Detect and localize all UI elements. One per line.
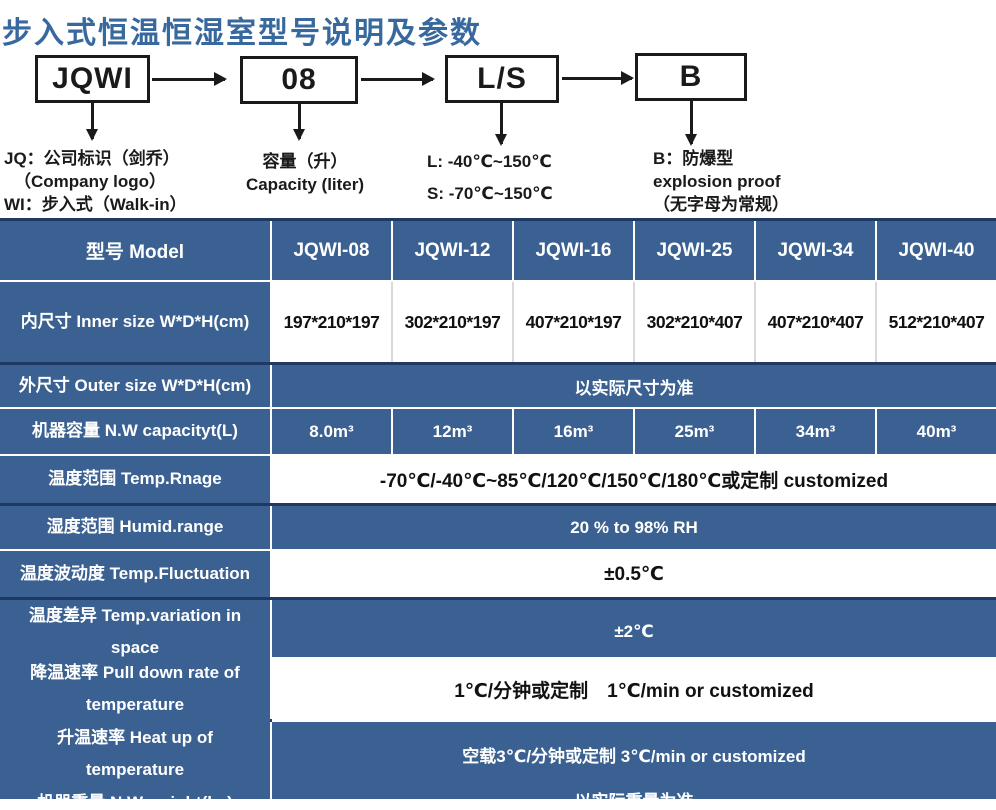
header-model: JQWI-08 bbox=[272, 221, 391, 280]
row-label: 温度范围 Temp.Rnage bbox=[0, 456, 270, 503]
note-capacity-code: 容量（升） Capacity (liter) bbox=[225, 151, 385, 197]
cell-value: 16m³ bbox=[514, 409, 633, 454]
cell-value: 40m³ bbox=[877, 409, 996, 454]
table-row-variation: 温度差异 Temp.variation in space ±2℃ bbox=[0, 597, 996, 665]
flow-box-explosion-code: B bbox=[635, 53, 747, 101]
cell-value: ±2℃ bbox=[272, 600, 996, 665]
cell-value: -70℃/-40℃~85℃/120℃/150℃/180℃或定制 customiz… bbox=[272, 456, 996, 503]
table-row-weight: 机器重量 N.W weight(kg) 以实际重量为准 bbox=[0, 781, 996, 799]
cell-value: 512*210*407 bbox=[875, 282, 996, 362]
row-label: 机器重量 N.W weight(kg) bbox=[0, 781, 270, 799]
note-line: B：防爆型 bbox=[653, 149, 734, 168]
table-row-temp-range: 温度范围 Temp.Rnage -70℃/-40℃~85℃/120℃/150℃/… bbox=[0, 456, 996, 503]
cell-value: 以实际重量为准 bbox=[272, 781, 996, 799]
cell-value: 以实际尺寸为准 bbox=[272, 365, 996, 407]
row-label: 内尺寸 Inner size W*D*H(cm) bbox=[0, 282, 270, 362]
cell-value: 302*210*197 bbox=[391, 282, 512, 362]
note-temp-code: L: -40℃~150℃ S: -70℃~150℃ bbox=[427, 151, 553, 215]
table-row-capacity: 机器容量 N.W capacityt(L) 8.0m³ 12m³ 16m³ 25… bbox=[0, 409, 996, 454]
cell-value: 25m³ bbox=[635, 409, 754, 454]
header-model: JQWI-25 bbox=[635, 221, 754, 280]
cell-value: ±0.5℃ bbox=[272, 551, 996, 597]
page-title: 步入式恒温恒湿室型号说明及参数 bbox=[2, 17, 482, 50]
header-model: JQWI-34 bbox=[756, 221, 875, 280]
arrow-down-icon bbox=[495, 103, 507, 146]
table-row-heatup: 升温速率 Heat up of temperature 空载3℃/分钟或定制 3… bbox=[0, 719, 996, 787]
table-row-pulldown: 降温速率 Pull down rate of temperature 1℃/分钟… bbox=[0, 657, 996, 722]
arrow-right-icon bbox=[562, 71, 634, 85]
row-label: 温度差异 Temp.variation in space bbox=[0, 600, 270, 665]
row-label: 机器容量 N.W capacityt(L) bbox=[0, 409, 270, 454]
arrow-down-icon bbox=[86, 103, 98, 141]
cell-value: 197*210*197 bbox=[272, 282, 391, 362]
header-model-label: 型号 Model bbox=[0, 221, 270, 280]
note-line: 容量（升） bbox=[262, 152, 348, 171]
spec-table: 型号 Model JQWI-08 JQWI-12 JQWI-16 JQWI-25… bbox=[0, 218, 996, 799]
cell-value: 1℃/分钟或定制 1℃/min or customized bbox=[272, 657, 996, 722]
row-label: 湿度范围 Humid.range bbox=[0, 506, 270, 549]
header-model: JQWI-16 bbox=[514, 221, 633, 280]
row-label: 升温速率 Heat up of temperature bbox=[0, 722, 270, 787]
arrow-right-icon bbox=[152, 72, 227, 86]
cell-value: 20 % to 98% RH bbox=[272, 506, 996, 549]
arrow-right-icon bbox=[361, 72, 435, 86]
note-line: S: -70℃~150℃ bbox=[427, 183, 553, 203]
note-line: L: -40℃~150℃ bbox=[427, 152, 552, 171]
row-label: 降温速率 Pull down rate of temperature bbox=[0, 657, 270, 722]
cell-value: 407*210*197 bbox=[512, 282, 633, 362]
row-label: 温度波动度 Temp.Fluctuation bbox=[0, 551, 270, 597]
cell-value: 8.0m³ bbox=[272, 409, 391, 454]
note-line: explosion proof bbox=[653, 171, 781, 191]
flow-box-company-code: JQWI bbox=[35, 55, 150, 103]
model-code-diagram: 步入式恒温恒湿室型号说明及参数 JQWI 08 L/S B JQ：公司标识（剑乔… bbox=[0, 0, 996, 218]
arrow-down-icon bbox=[685, 100, 697, 146]
cell-value: 407*210*407 bbox=[754, 282, 875, 362]
cell-value: 12m³ bbox=[393, 409, 512, 454]
note-line: （无字母为常规） bbox=[653, 194, 789, 214]
row-label: 外尺寸 Outer size W*D*H(cm) bbox=[0, 365, 270, 407]
note-line: JQ：公司标识（剑乔） bbox=[4, 149, 180, 168]
flow-box-temp-code: L/S bbox=[445, 55, 559, 103]
header-model: JQWI-12 bbox=[393, 221, 512, 280]
cell-value: 空载3℃/分钟或定制 3℃/min or customized bbox=[272, 722, 996, 787]
cell-value: 302*210*407 bbox=[633, 282, 754, 362]
note-company-code: JQ：公司标识（剑乔） （Company logo） WI：步入式（Walk-i… bbox=[4, 148, 187, 217]
cell-value: 34m³ bbox=[756, 409, 875, 454]
table-row-fluctuation: 温度波动度 Temp.Fluctuation ±0.5℃ bbox=[0, 551, 996, 597]
header-model: JQWI-40 bbox=[877, 221, 996, 280]
table-row-outer-size: 外尺寸 Outer size W*D*H(cm) 以实际尺寸为准 bbox=[0, 362, 996, 407]
note-line: （Company logo） bbox=[14, 171, 167, 191]
note-line: WI：步入式（Walk-in） bbox=[4, 194, 187, 214]
table-row-humidity: 湿度范围 Humid.range 20 % to 98% RH bbox=[0, 503, 996, 549]
note-explosion-code: B：防爆型 explosion proof （无字母为常规） bbox=[653, 148, 789, 217]
table-row-inner-size: 内尺寸 Inner size W*D*H(cm) 197*210*197 302… bbox=[0, 282, 996, 362]
table-header-row: 型号 Model JQWI-08 JQWI-12 JQWI-16 JQWI-25… bbox=[0, 218, 996, 280]
arrow-down-icon bbox=[293, 102, 305, 141]
flow-box-capacity-code: 08 bbox=[240, 56, 358, 104]
note-line: Capacity (liter) bbox=[245, 174, 365, 194]
